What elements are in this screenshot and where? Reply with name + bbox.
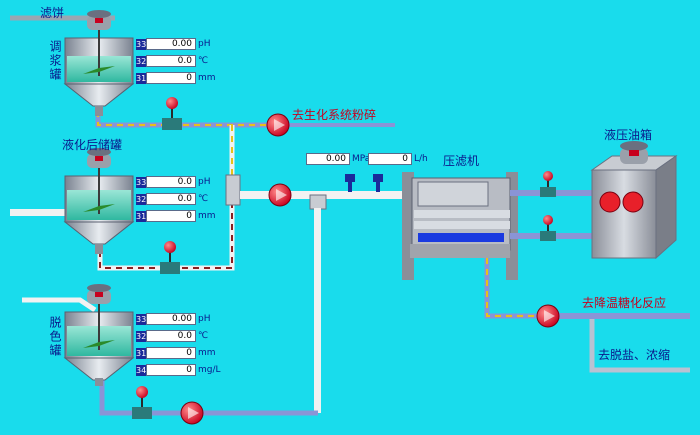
label-hydraulic-tank: 液压油箱 bbox=[604, 128, 653, 142]
label-filter-cake: 滤饼 bbox=[40, 6, 65, 20]
label-slurry-tank: 调浆罐 bbox=[48, 40, 62, 82]
label-decolor-tank: 脱色罐 bbox=[48, 316, 62, 358]
tank1-temp-readout: 32 0.0 ℃ bbox=[136, 55, 208, 67]
tank2-ph-tag: 33 bbox=[136, 176, 147, 188]
tank1-level-value: 0 bbox=[146, 72, 196, 84]
slurry-tank bbox=[63, 10, 135, 116]
tank3-conc-tag: 34 bbox=[136, 364, 147, 376]
tank2-level-value: 0 bbox=[146, 210, 196, 222]
decolor-top-pipe bbox=[22, 297, 97, 313]
press-tray bbox=[418, 233, 504, 242]
tee-fitting-2 bbox=[309, 194, 327, 210]
tank1-ph-value: 0.00 bbox=[146, 38, 196, 50]
tank1-temp-unit: ℃ bbox=[198, 56, 209, 66]
valve-decolor-outlet[interactable] bbox=[132, 386, 152, 419]
valve-tank1-outlet[interactable] bbox=[162, 97, 182, 130]
tank2-level-readout: 31 0 mm bbox=[136, 210, 216, 222]
tank3-conc-readout: 34 0 mg/L bbox=[136, 364, 221, 376]
tank2-temp-tag: 32 bbox=[136, 193, 147, 205]
pump-bio[interactable] bbox=[266, 113, 290, 137]
tank3-temp-tag: 32 bbox=[136, 330, 147, 342]
press-cylinder bbox=[414, 221, 510, 229]
tank2-temp-readout: 32 0.0 ℃ bbox=[136, 193, 208, 205]
tank2-ph-readout: 33 0.0 pH bbox=[136, 176, 210, 188]
flow-readout: 0 L/h bbox=[368, 153, 428, 165]
tank1-ph-tag: 33 bbox=[136, 38, 147, 50]
label-filter-press: 压滤机 bbox=[443, 154, 480, 168]
label-post-liquid-tank: 液化后储罐 bbox=[62, 138, 123, 152]
tank3-temp-readout: 32 0.0 ℃ bbox=[136, 330, 208, 342]
tank2-level-unit: mm bbox=[198, 211, 216, 221]
tank3-ph-readout: 33 0.00 pH bbox=[136, 313, 210, 325]
press-plates bbox=[417, 181, 489, 207]
tank3-ph-unit: pH bbox=[198, 314, 211, 324]
tank3-level-readout: 31 0 mm bbox=[136, 347, 216, 359]
tank1-ph-readout: 33 0.00 pH bbox=[136, 38, 210, 50]
tank1-outlet-pipe-dash bbox=[97, 100, 278, 126]
gauge-1 bbox=[345, 174, 355, 192]
press-outlet-pipe-dash bbox=[486, 258, 585, 317]
tank3-level-value: 0 bbox=[146, 347, 196, 359]
gauge-2 bbox=[373, 174, 383, 192]
press-outlet-pipe bbox=[484, 258, 585, 319]
pump-press-feed[interactable] bbox=[268, 183, 292, 207]
tank2-level-tag: 31 bbox=[136, 210, 147, 222]
valve-tank2-return[interactable] bbox=[160, 241, 180, 274]
saccharification-pipe bbox=[540, 313, 690, 319]
decolor-feed-pipe-v bbox=[314, 208, 321, 413]
press-rail bbox=[414, 210, 510, 218]
tank3-level-unit: mm bbox=[198, 348, 216, 358]
tank1-outlet-pipe bbox=[95, 100, 278, 128]
tank3-conc-value: 0 bbox=[146, 364, 196, 376]
label-to-desalt: 去脱盐、浓缩 bbox=[598, 348, 671, 362]
label-to-saccharification: 去降温糖化反应 bbox=[582, 296, 667, 310]
tee-fitting bbox=[225, 174, 241, 206]
pump-saccharification[interactable] bbox=[536, 304, 560, 328]
tank3-temp-value: 0.0 bbox=[146, 330, 196, 342]
hydraulic-valve-bottom[interactable] bbox=[540, 215, 556, 241]
tank2-ph-unit: pH bbox=[198, 177, 211, 187]
press-frame-bottom bbox=[410, 244, 510, 258]
tank1-temp-value: 0.0 bbox=[146, 55, 196, 67]
pressure-value: 0.00 bbox=[306, 153, 350, 165]
hydraulic-motor bbox=[620, 141, 648, 164]
decolor-tank bbox=[63, 284, 135, 386]
tank1-level-readout: 31 0 mm bbox=[136, 72, 216, 84]
tank3-level-tag: 31 bbox=[136, 347, 147, 359]
liquefied-storage-tank bbox=[63, 148, 135, 254]
tank2-temp-unit: ℃ bbox=[198, 194, 209, 204]
tank1-level-tag: 31 bbox=[136, 72, 147, 84]
decolor-outlet-pipe bbox=[99, 375, 318, 416]
tank3-temp-unit: ℃ bbox=[198, 331, 209, 341]
tank3-ph-value: 0.00 bbox=[146, 313, 196, 325]
desalt-pipe bbox=[589, 319, 690, 373]
hydraulic-light-2 bbox=[622, 191, 644, 213]
tank2-feed-pipe bbox=[10, 209, 70, 216]
flow-value: 0 bbox=[368, 153, 412, 165]
hydraulic-valve-top[interactable] bbox=[540, 171, 556, 197]
tank1-temp-tag: 32 bbox=[136, 55, 147, 67]
label-to-bio-grind: 去生化系统粉碎 bbox=[292, 108, 377, 122]
pump-decolor[interactable] bbox=[180, 401, 204, 425]
tank3-conc-unit: mg/L bbox=[198, 365, 221, 375]
tank2-temp-value: 0.0 bbox=[146, 193, 196, 205]
pressure-unit: MPa bbox=[352, 154, 371, 164]
flow-unit: L/h bbox=[414, 154, 428, 164]
tank1-level-unit: mm bbox=[198, 73, 216, 83]
hydraulic-tank-side bbox=[655, 155, 677, 260]
tank2-ph-value: 0.0 bbox=[146, 176, 196, 188]
hydraulic-tank-front bbox=[591, 169, 657, 259]
tank3-ph-tag: 33 bbox=[136, 313, 147, 325]
tank1-ph-unit: pH bbox=[198, 39, 211, 49]
pressure-readout: 0.00 MPa bbox=[306, 153, 370, 165]
hydraulic-light-1 bbox=[599, 191, 621, 213]
